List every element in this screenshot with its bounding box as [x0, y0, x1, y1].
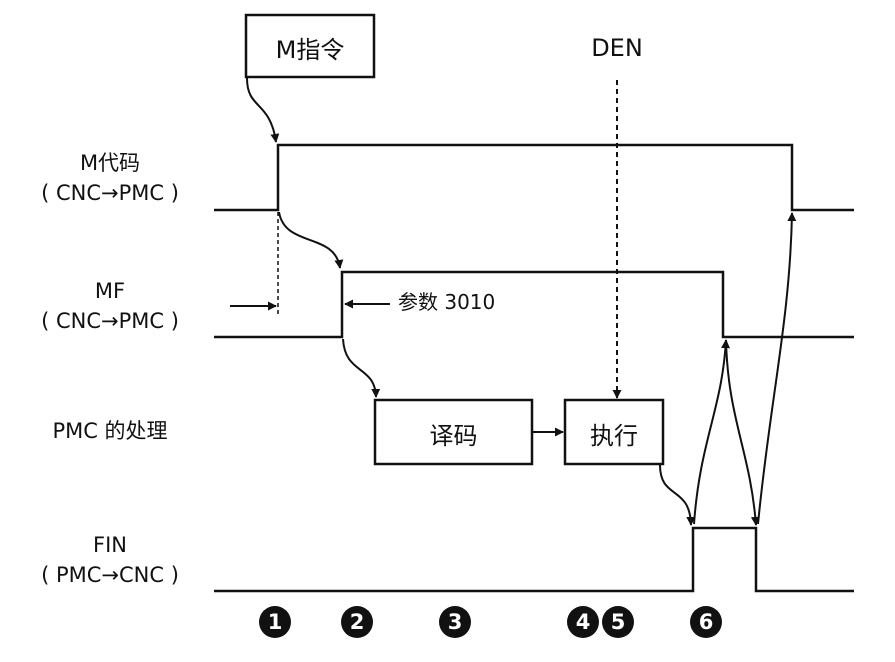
step-6-marker: 6 — [690, 606, 722, 638]
mf-to-fin-arrow — [725, 339, 760, 526]
fin-name: FIN — [93, 533, 127, 557]
fin-waveform — [214, 526, 854, 593]
step-4-marker: 4 — [567, 606, 599, 638]
fin-to-mf-arrow — [693, 339, 731, 525]
m-command-box — [244, 13, 376, 79]
execute-box — [563, 398, 665, 466]
fin-to-m-code-arrow — [757, 212, 797, 525]
m-code-name: M代码 — [79, 151, 141, 175]
param-label: 参数 3010 — [398, 290, 496, 314]
mf-waveform — [214, 270, 854, 339]
step-3-marker: 3 — [439, 606, 471, 638]
den-label: DEN — [591, 34, 643, 62]
execute-to-fin-arrow — [659, 464, 696, 526]
step-5-marker: 5 — [602, 606, 634, 638]
m-code-direction: ( CNC→PMC ) — [41, 181, 179, 205]
execute-label: 执行 — [590, 422, 638, 450]
fin-direction: ( PMC→CNC ) — [41, 563, 179, 587]
m-command-to-m-code-arrow — [246, 77, 280, 143]
step-2-marker: 2 — [341, 606, 373, 638]
m-command-label: M指令 — [275, 36, 345, 64]
mf-to-decode-arrow — [342, 338, 381, 398]
decode-label: 译码 — [429, 422, 478, 450]
mf-direction: ( CNC→PMC ) — [41, 309, 179, 333]
pmc-processing-label: PMC 的处理 — [52, 419, 168, 443]
mf-name: MF — [94, 279, 126, 303]
m-code-to-mf-arrow — [278, 211, 344, 269]
step-1-marker: 1 — [259, 606, 291, 638]
m-code-waveform — [214, 143, 854, 212]
